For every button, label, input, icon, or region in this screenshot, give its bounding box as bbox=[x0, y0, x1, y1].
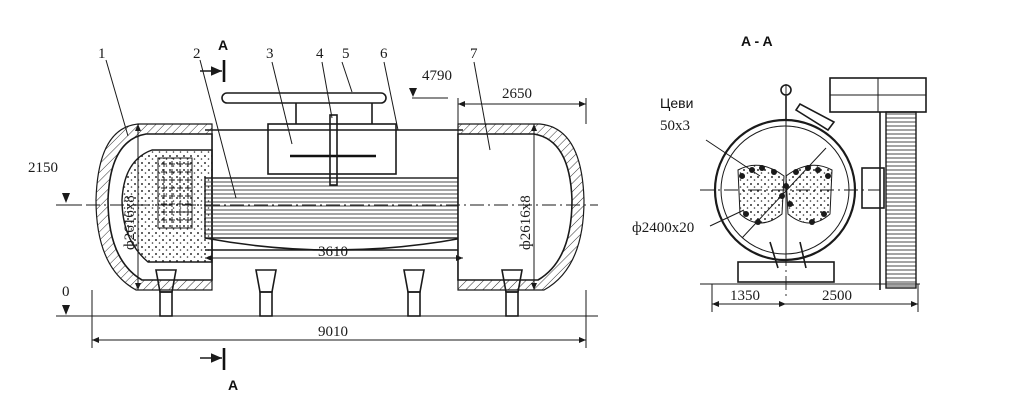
callout-leaders bbox=[105, 59, 491, 199]
control-box bbox=[267, 123, 397, 175]
section-label-top: A bbox=[218, 37, 228, 53]
right-shell-inner bbox=[457, 133, 573, 281]
section-legs bbox=[769, 241, 807, 269]
callout-4: 4 bbox=[316, 46, 324, 62]
callout-3: 3 bbox=[266, 46, 274, 62]
side-box bbox=[861, 167, 885, 209]
callout-5: 5 bbox=[342, 46, 350, 62]
top-header-pipe bbox=[221, 92, 387, 104]
dim-label-diameter-left: ф2616x8 bbox=[122, 195, 138, 250]
dim-label-2650: 2650 bbox=[502, 86, 532, 102]
leader-pipes bbox=[705, 139, 761, 177]
tube-cluster-left bbox=[737, 164, 785, 224]
callout-2: 2 bbox=[193, 46, 201, 62]
tube-cluster-right bbox=[785, 164, 833, 224]
dim-label-diameter-right: ф2616x8 bbox=[518, 195, 534, 250]
dim-label-2150: 2150 bbox=[28, 160, 58, 176]
dim-label-4790: 4790 bbox=[422, 68, 452, 84]
dim-label-section-diameter: ф2400x20 bbox=[632, 220, 694, 236]
tube-bundle bbox=[204, 177, 464, 239]
callout-7: 7 bbox=[470, 46, 478, 62]
dim-label-9010: 9010 bbox=[318, 324, 348, 340]
vertical-shaft bbox=[329, 114, 338, 186]
dim-label-3610: 3610 bbox=[318, 244, 348, 260]
callout-1: 1 bbox=[98, 46, 106, 62]
left-plus-grid bbox=[157, 157, 193, 229]
side-view: A A 1 2 3 4 5 6 7 4790 2650 2150 0 ф2616… bbox=[28, 37, 598, 393]
ladder bbox=[885, 111, 917, 289]
callout-6: 6 bbox=[380, 46, 388, 62]
leader-diameter bbox=[709, 209, 745, 227]
section-label-bottom: A bbox=[228, 377, 238, 393]
pipes-label-1: Цеви bbox=[660, 95, 693, 111]
pipes-label-2: 50x3 bbox=[660, 118, 690, 134]
top-bracket bbox=[794, 102, 836, 132]
section-view: A - A bbox=[632, 33, 927, 312]
dim-label-2500: 2500 bbox=[822, 288, 852, 304]
dim-label-0: 0 bbox=[62, 284, 70, 300]
section-title: A - A bbox=[741, 33, 773, 49]
dim-label-1350: 1350 bbox=[730, 288, 760, 304]
